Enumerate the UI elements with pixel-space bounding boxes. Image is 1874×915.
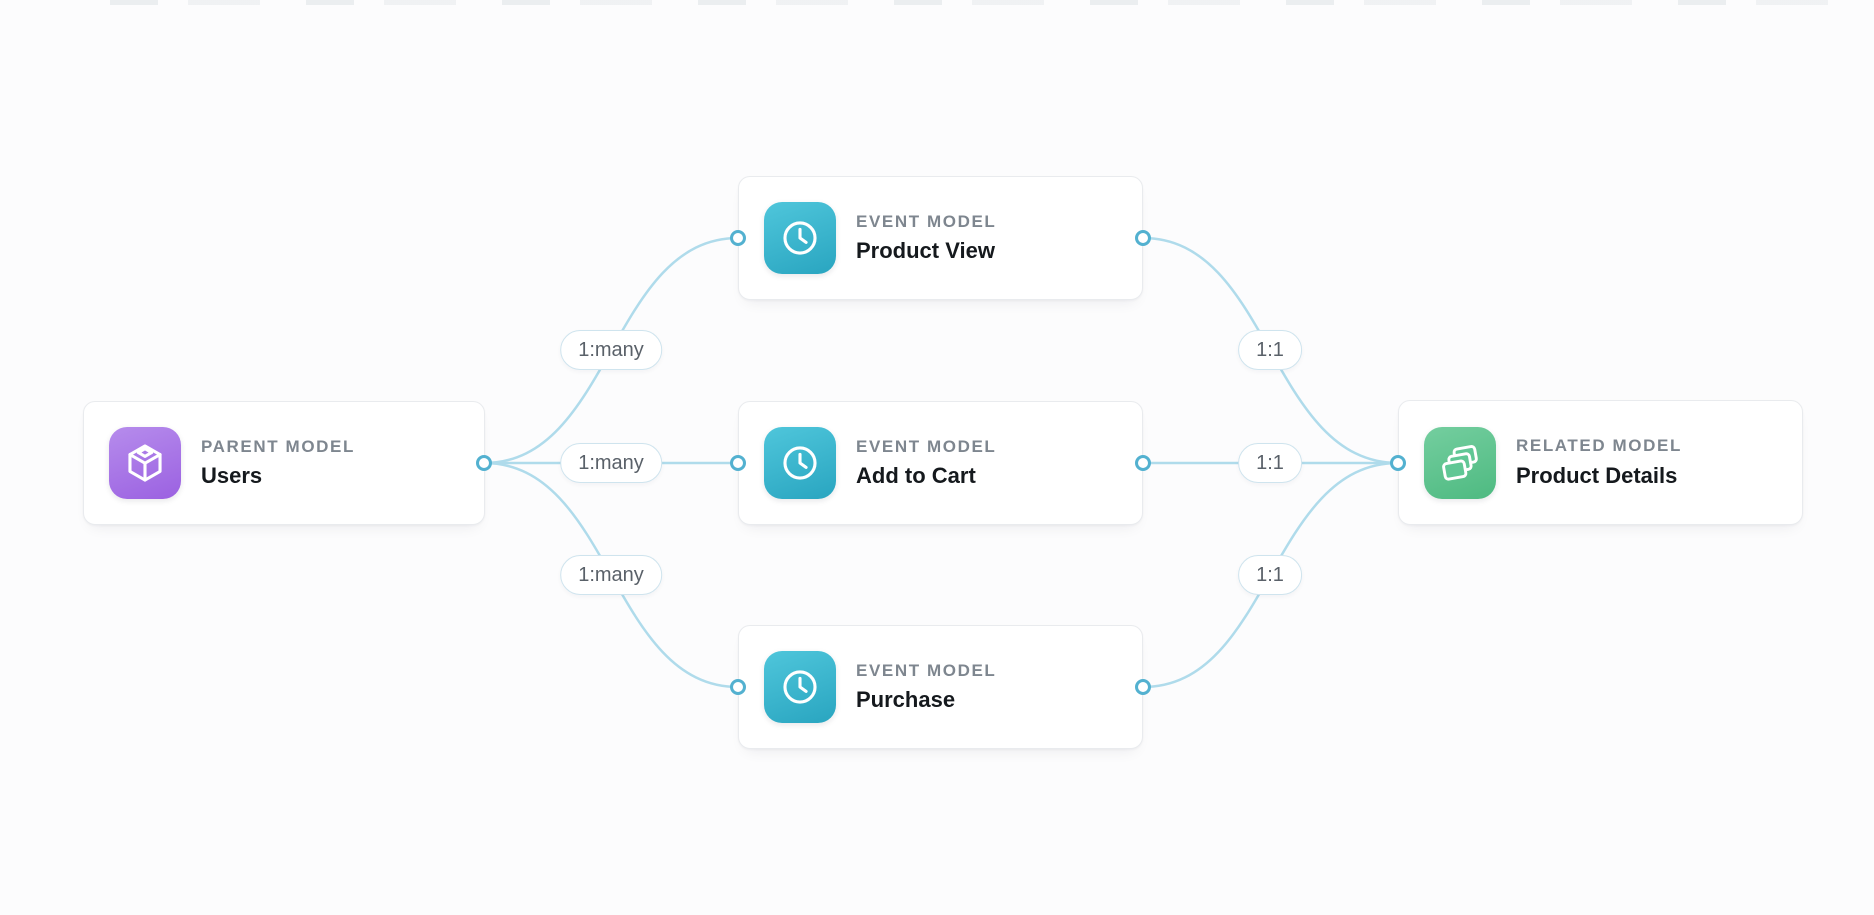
model-kind-label: PARENT MODEL [201,436,355,456]
clock-icon [764,427,836,499]
relationship-label: 1:many [560,330,662,370]
relationship-label: 1:many [560,443,662,483]
model-name: Purchase [856,687,956,712]
model-card-add-to-cart[interactable]: EVENT MODEL Add to Cart [738,401,1143,525]
model-card-text: EVENT MODEL Add to Cart [856,437,996,490]
model-card-text: RELATED MODEL Product Details [1516,436,1682,489]
top-edge-artifact [110,0,1874,5]
model-kind-label: EVENT MODEL [856,211,997,231]
model-card-product-details[interactable]: RELATED MODEL Product Details [1398,400,1803,525]
model-name: Product Details [1516,462,1678,488]
model-kind-label: RELATED MODEL [1516,436,1682,456]
model-name: Product View [856,238,995,263]
relationship-label: 1:1 [1238,555,1302,595]
model-card-text: EVENT MODEL Product View [856,212,996,265]
model-name: Add to Cart [856,463,976,488]
model-name: Users [201,463,263,488]
model-card-text: PARENT MODEL Users [201,437,355,490]
clock-icon [764,202,836,274]
model-card-product-view[interactable]: EVENT MODEL Product View [738,176,1143,300]
model-kind-label: EVENT MODEL [856,660,997,680]
model-card-purchase[interactable]: EVENT MODEL Purchase [738,625,1143,749]
model-card-users[interactable]: PARENT MODEL Users [83,401,485,525]
layers-icon [1424,426,1496,499]
relationship-label: 1:many [560,555,662,595]
relationship-label: 1:1 [1238,443,1302,483]
cube-icon [109,427,181,499]
model-kind-label: EVENT MODEL [856,436,997,456]
model-card-text: EVENT MODEL Purchase [856,661,996,714]
clock-icon [764,651,836,723]
relationship-label: 1:1 [1238,330,1302,370]
